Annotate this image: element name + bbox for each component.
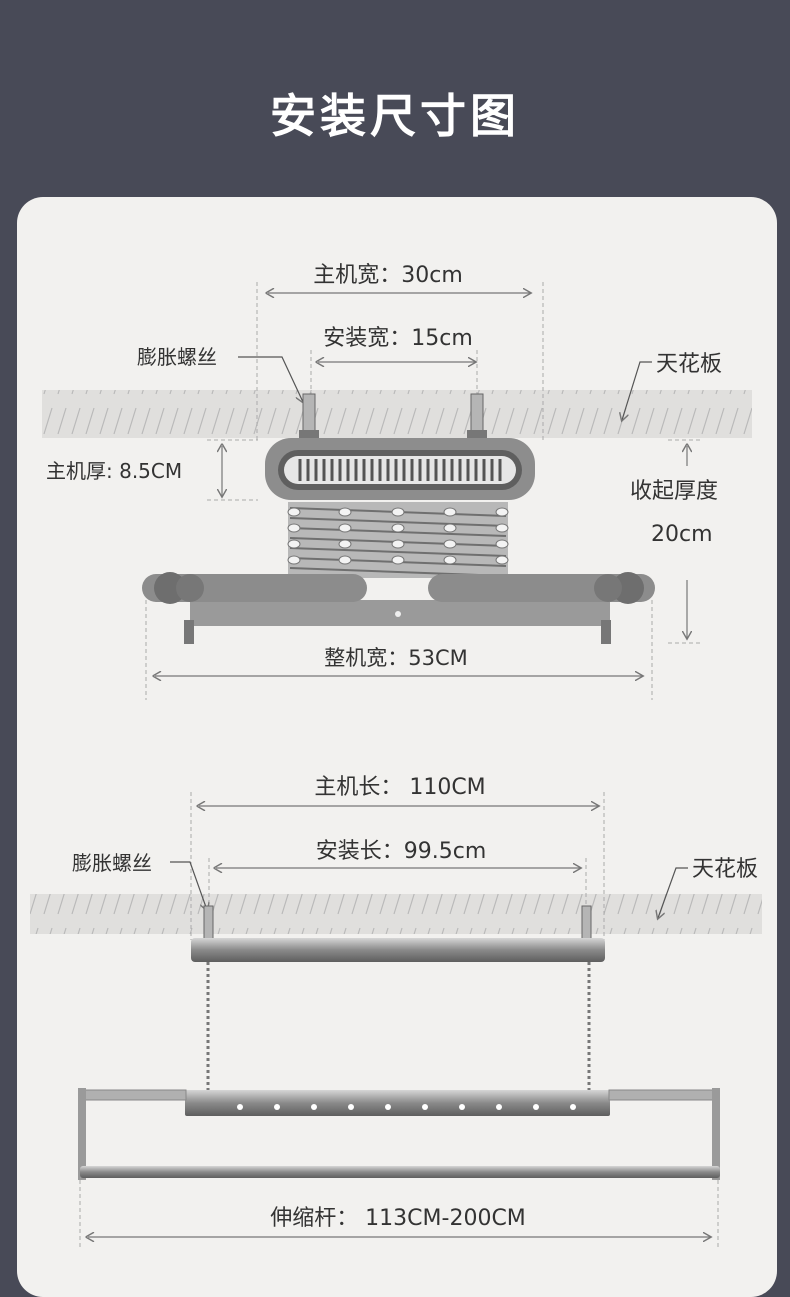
host-length-label: 主机长： 110CM (314, 775, 485, 800)
host-thickness-label: 主机厚: 8.5CM (46, 459, 182, 483)
host-unit-front (265, 438, 535, 500)
expansion-screw-label-side: 膨胀螺丝 (72, 851, 152, 875)
side-view: 主机长： 110CM 安装长：99.5cm 膨胀螺丝 天花板 (30, 775, 762, 1248)
install-length-label: 安装长：99.5cm (316, 839, 487, 864)
host-width-label: 主机宽：30cm (313, 263, 463, 288)
expansion-screw-label: 膨胀螺丝 (137, 345, 217, 369)
host-unit-side (191, 938, 605, 962)
install-width-label: 安装宽：15cm (323, 326, 473, 351)
lift-cables (206, 962, 591, 1090)
front-view: 主机宽：30cm 安装宽：15cm 膨胀螺丝 天花板 (42, 263, 752, 700)
overall-width-label: 整机宽：53CM (324, 646, 468, 670)
drying-bar (185, 1090, 610, 1116)
retract-thickness-value: 20cm (651, 522, 713, 547)
telescopic-rods (78, 1088, 720, 1180)
ceiling-label-side: 天花板 (692, 857, 758, 882)
telescopic-rod-label: 伸缩杆： 113CM-200CM (270, 1206, 526, 1231)
ceiling-label: 天花板 (656, 352, 722, 377)
lift-mechanism (287, 502, 509, 578)
header-band: 安装尺寸图 (0, 0, 790, 200)
drying-rack-front (142, 572, 655, 644)
expansion-screw-icon (299, 393, 487, 438)
retract-thickness-label: 收起厚度 (630, 479, 718, 504)
page-title: 安装尺寸图 (270, 89, 520, 143)
